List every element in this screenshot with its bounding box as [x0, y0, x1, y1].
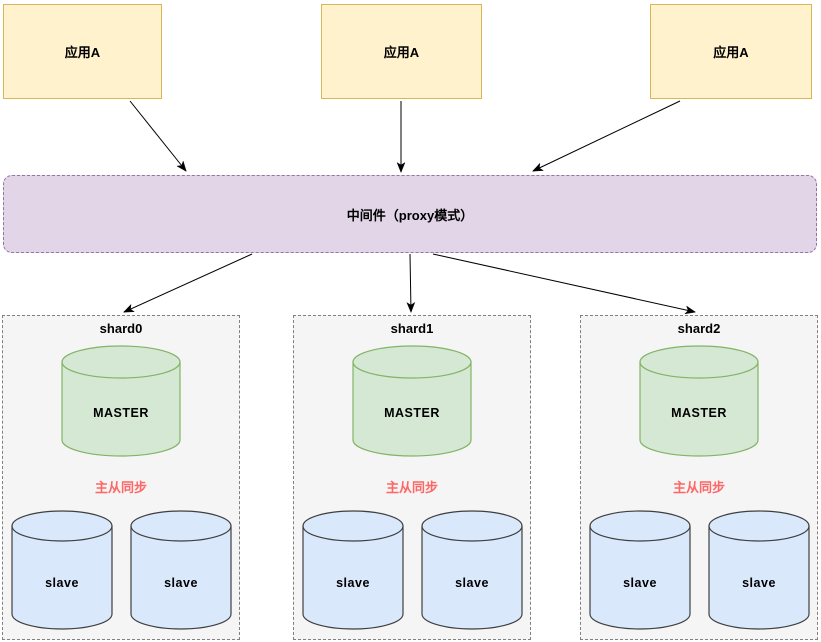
shard-title: shard0 — [99, 321, 143, 336]
shard-group-0: shard0 MASTER 主从同步 slave slave — [2, 315, 240, 640]
shard-group-1: shard1 MASTER 主从同步 slave slave — [293, 315, 531, 640]
app-label: 应用A — [64, 45, 101, 60]
shard-title: shard2 — [677, 321, 721, 336]
master-database-cylinder: MASTER — [639, 345, 759, 457]
arrow-middleware-to-shard0 — [124, 253, 253, 313]
app-box-3: 应用A — [650, 4, 812, 99]
slave-label: slave — [455, 576, 489, 591]
master-label: MASTER — [384, 406, 440, 421]
app-box-2: 应用A — [321, 4, 482, 99]
slave-label: slave — [623, 576, 657, 591]
cylinder-shape — [130, 510, 232, 630]
slave-label: slave — [164, 576, 198, 591]
middleware-box: 中间件（proxy模式） — [3, 175, 817, 253]
slave-database-cylinder: slave — [708, 510, 810, 630]
cylinder-shape — [61, 345, 181, 457]
shard-group-2: shard2 MASTER 主从同步 slave slave — [580, 315, 818, 640]
arrow-middleware-to-shard2 — [432, 253, 695, 312]
slave-label: slave — [336, 576, 370, 591]
sync-label: 主从同步 — [385, 480, 438, 495]
slave-database-cylinder: slave — [130, 510, 232, 630]
cylinder-shape — [421, 510, 523, 630]
master-label: MASTER — [671, 406, 727, 421]
slave-database-cylinder: slave — [421, 510, 523, 630]
cylinder-shape — [589, 510, 691, 630]
arrow-middleware-to-shard1 — [410, 253, 411, 312]
cylinder-shape — [302, 510, 404, 630]
cylinder-shape — [11, 510, 113, 630]
slave-database-cylinder: slave — [11, 510, 113, 630]
slave-database-cylinder: slave — [589, 510, 691, 630]
master-label: MASTER — [93, 406, 149, 421]
slave-database-cylinder: slave — [302, 510, 404, 630]
middleware-label: 中间件（proxy模式） — [346, 207, 474, 223]
arrow-app1-to-middleware — [129, 100, 186, 171]
master-database-cylinder: MASTER — [352, 345, 472, 457]
sync-label: 主从同步 — [94, 480, 147, 495]
app-box-1: 应用A — [3, 4, 162, 99]
shard-title: shard1 — [390, 321, 434, 336]
slave-label: slave — [45, 576, 79, 591]
app-label: 应用A — [383, 45, 420, 60]
slave-label: slave — [742, 576, 776, 591]
sync-label: 主从同步 — [672, 480, 725, 495]
master-database-cylinder: MASTER — [61, 345, 181, 457]
cylinder-shape — [708, 510, 810, 630]
arrow-app3-to-middleware — [533, 100, 681, 172]
cylinder-shape — [352, 345, 472, 457]
cylinder-shape — [639, 345, 759, 457]
app-label: 应用A — [713, 45, 749, 60]
